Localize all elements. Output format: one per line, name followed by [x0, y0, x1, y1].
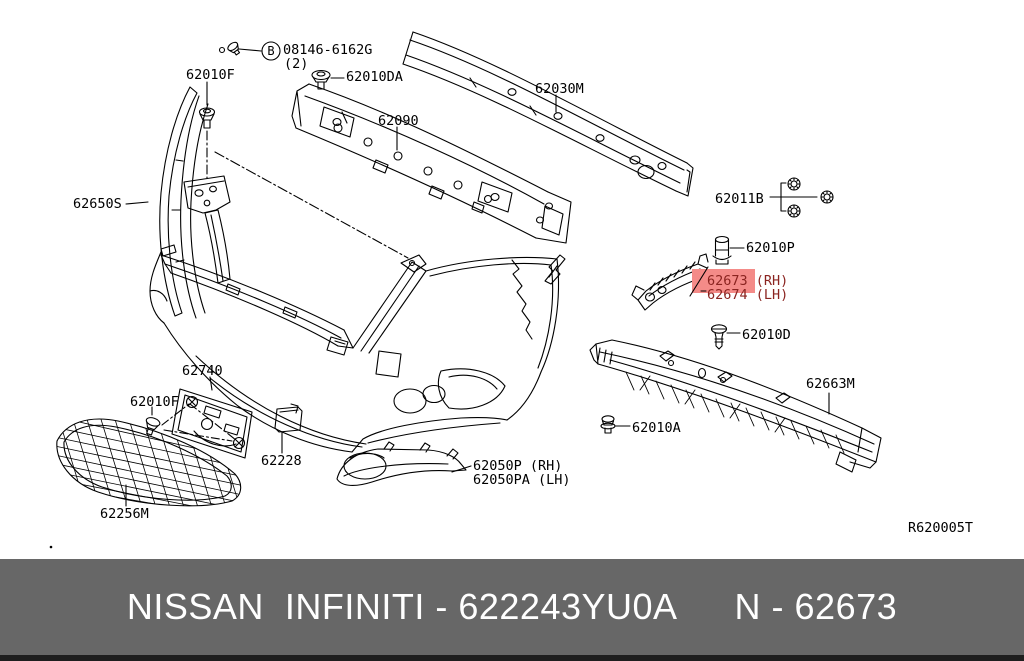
callout-circle-b: [262, 42, 280, 60]
part-label-62010f-top[interactable]: 62010F: [186, 67, 235, 83]
fog-finisher-62050p-drawing: [337, 442, 471, 485]
diagram-ref-code: R620005T: [908, 520, 974, 536]
corner-bracket-sketch: [545, 255, 565, 284]
part-label-08146[interactable]: 08146-6162G: [283, 42, 373, 58]
part-label-62010da[interactable]: 62010DA: [346, 69, 403, 85]
diagram-line-art: [44, 0, 1024, 549]
banner-brand-part-number: NISSAN INFINITI - 622243YU0A: [126, 586, 678, 627]
part-label-62030m[interactable]: 62030M: [535, 81, 584, 97]
part-label-62650s[interactable]: 62650S: [73, 196, 122, 212]
absorber-62090-drawing: [292, 84, 571, 243]
stray-dot: [49, 545, 53, 549]
clip-62010a-drawing: [601, 416, 630, 433]
grille-62256m-drawing: [44, 416, 242, 514]
part-label-08146-qty: (2): [284, 56, 309, 72]
part-label-62010d[interactable]: 62010D: [742, 327, 791, 343]
part-label-62674-lh[interactable]: 62674 (LH): [707, 287, 789, 303]
banner-bottom-strip: [0, 655, 1024, 661]
catalog-banner: NISSAN INFINITI - 622243YU0A N - 62673: [0, 559, 1024, 655]
banner-part-ref: N - 62673: [734, 586, 898, 627]
screw-62010d-drawing: [712, 325, 741, 349]
part-label-62256m[interactable]: 62256M: [100, 506, 149, 522]
clip-62010p-drawing: [713, 237, 744, 265]
part-label-62663m[interactable]: 62663M: [806, 376, 855, 392]
part-label-62740[interactable]: 62740: [182, 363, 223, 379]
highlight-box: [692, 269, 755, 293]
part-label-62010a[interactable]: 62010A: [632, 420, 681, 436]
deflector-62663m-drawing: [590, 340, 881, 472]
part-label-62228[interactable]: 62228: [261, 453, 302, 469]
part-label-62050pa-lh[interactable]: 62050PA (LH): [473, 472, 571, 488]
part-label-62090[interactable]: 62090: [378, 113, 419, 129]
part-label-62050p-rh[interactable]: 62050P (RH): [473, 458, 563, 474]
reinforcement-62030m-drawing: [403, 32, 693, 196]
nuts-62011b-drawing: [770, 178, 833, 217]
clip-62010f-bottom-drawing: [142, 404, 232, 441]
license-bracket-62740-drawing: [172, 377, 252, 458]
bolt-08146-drawing: [220, 41, 281, 60]
bumper-fascia-drawing: [150, 245, 559, 452]
part-label-62010p[interactable]: 62010P: [746, 240, 795, 256]
leader-lines: [126, 202, 148, 204]
bracket-62673-drawing: [632, 254, 755, 310]
part-label-62010f-bottom[interactable]: 62010F: [130, 394, 179, 410]
clip-62010da-drawing: [312, 71, 344, 90]
pad-62228-drawing: [275, 404, 302, 453]
clip-62010f-top-drawing: [200, 82, 409, 258]
callout-letter-b: B: [267, 44, 275, 58]
part-label-62011b[interactable]: 62011B: [715, 191, 764, 207]
part-label-62673-rh[interactable]: 62673 (RH): [707, 273, 789, 289]
